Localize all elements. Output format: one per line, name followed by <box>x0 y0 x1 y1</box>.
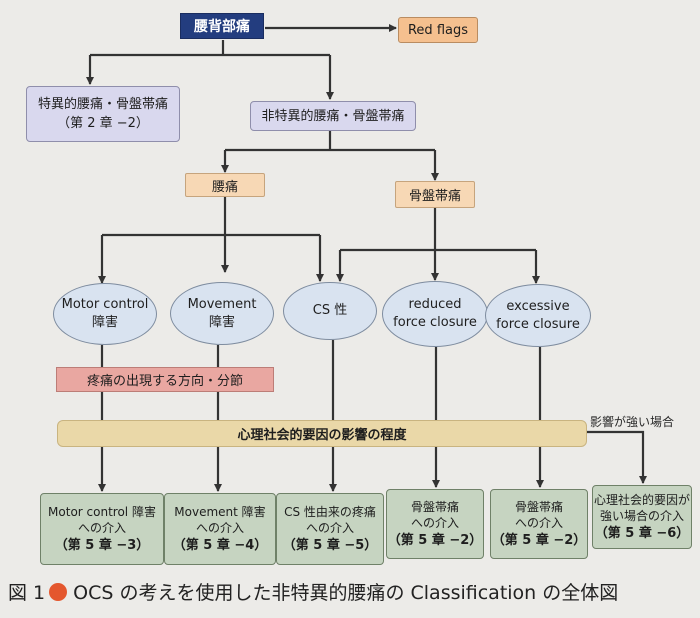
root-node-back-pain: 腰背部痛 <box>180 13 264 39</box>
figure-label: 図 1 <box>8 582 46 604</box>
figure-caption: 図 1 OCS の考えを使用した非特異的腰痛の Classification の… <box>8 578 618 605</box>
strong-influence-note: 影響が強い場合 <box>590 415 675 429</box>
category-cs: CS 性 <box>283 282 377 340</box>
intervention-cs: CS 性由来の疼痛への介入（第 5 章 −5） <box>276 493 384 565</box>
intervention-motor-control: Motor control 障害への介入（第 5 章 −3） <box>40 493 164 565</box>
intervention-psychosocial: 心理社会的要因が強い場合の介入（第 5 章 −6） <box>592 485 692 549</box>
nonspecific-back-pain-node: 非特異的腰痛・骨盤帯痛 <box>250 101 416 131</box>
intervention-movement: Movement 障害への介入（第 5 章 −4） <box>164 493 276 565</box>
bullet-dot-icon <box>49 582 68 601</box>
red-flags-node: Red flags <box>398 17 478 43</box>
specific-back-pain-node: 特異的腰痛・骨盤帯痛 （第 2 章 −2） <box>26 86 180 142</box>
intervention-pelvic-excessive: 骨盤帯痛への介入（第 5 章 −2） <box>490 489 588 559</box>
psychosocial-band: 心理社会的要因の影響の程度 <box>57 420 587 447</box>
caption-text: OCS の考えを使用した非特異的腰痛の Classification の全体図 <box>73 582 619 604</box>
low-back-pain-node: 腰痛 <box>185 173 265 197</box>
pain-direction-band: 疼痛の出現する方向・分節 <box>56 367 274 392</box>
pelvic-girdle-pain-node: 骨盤帯痛 <box>395 181 475 208</box>
intervention-pelvic-reduced: 骨盤帯痛への介入（第 5 章 −2） <box>386 489 484 559</box>
